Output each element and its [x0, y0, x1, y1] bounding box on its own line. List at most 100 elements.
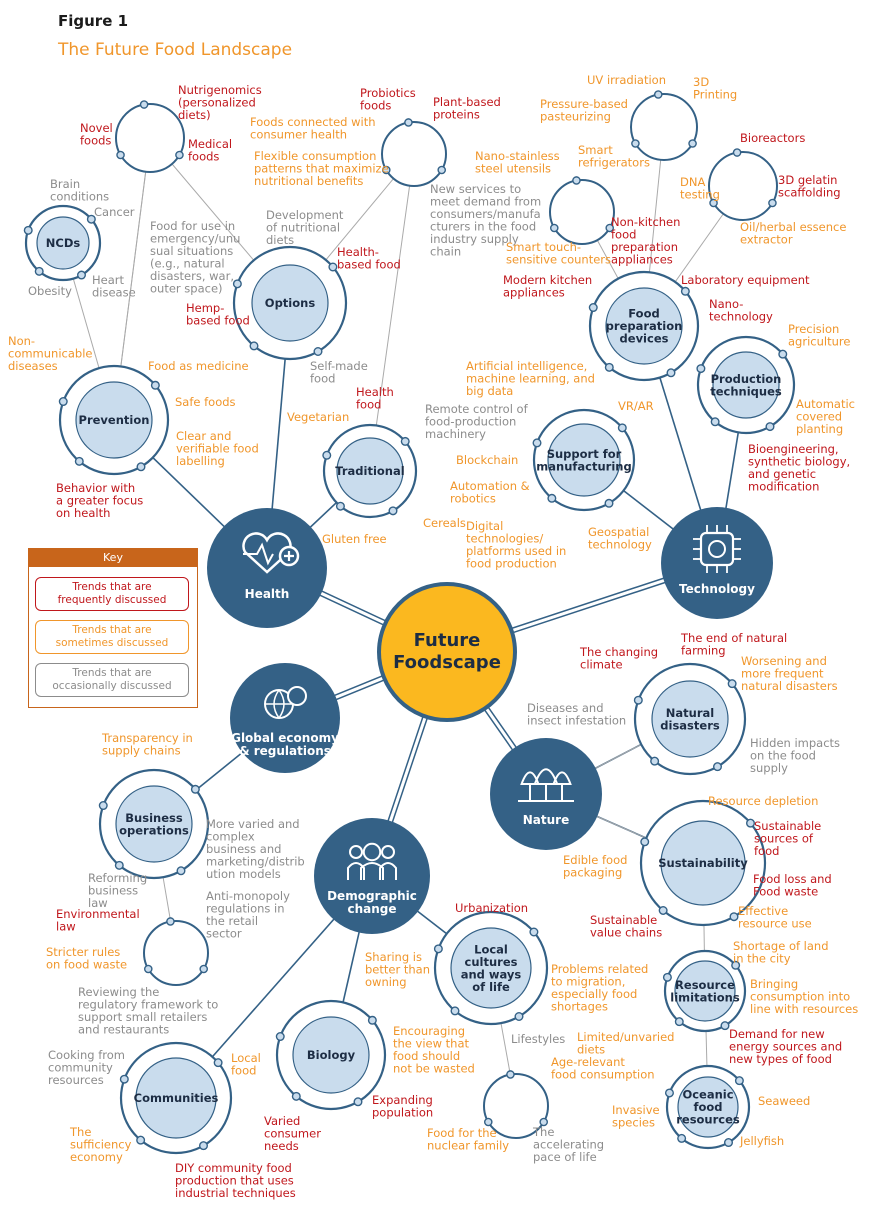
trend-dot	[136, 462, 146, 472]
subtopic-core-ncds	[36, 216, 90, 270]
trend-dot	[688, 139, 697, 148]
trend-dot	[23, 225, 33, 235]
satellite-kitchen-trends	[549, 179, 615, 245]
trend-automation: Automation &robotics	[450, 479, 530, 506]
trend-dot	[588, 303, 598, 313]
trend-dot	[765, 422, 775, 432]
subtopic-core-food-prep	[605, 287, 683, 365]
trend-lab-equipment: Laboratory equipment	[681, 273, 810, 287]
trend-dot	[335, 501, 345, 511]
trend-dot	[713, 762, 723, 772]
trend-dot	[190, 784, 200, 794]
trend-urbanization: Urbanization	[455, 901, 528, 915]
figure-title: The Future Food Landscape	[58, 40, 293, 60]
trend-dot	[199, 964, 209, 974]
subtopic-core-communities	[135, 1057, 217, 1139]
trend-dot	[633, 695, 643, 705]
figure-label: Figure 1	[58, 12, 129, 30]
trend-uv-irradiation: UV irradiation	[587, 73, 666, 87]
trend-health-based-food: Health-based food	[337, 245, 401, 272]
trend-dot	[291, 1091, 301, 1101]
satellite-regulation-trends	[143, 920, 209, 986]
trend-dot	[249, 341, 259, 351]
trend-dot	[275, 1032, 285, 1042]
trend-vr-ar: VR/AR	[618, 399, 654, 413]
subtopic-label-sustainability: Sustainability	[658, 856, 748, 870]
trend-safe-foods: Safe foods	[175, 395, 236, 409]
trend-dot	[658, 905, 668, 915]
trend-dot	[450, 1006, 460, 1016]
trend-dot	[640, 837, 650, 847]
trend-dot	[313, 346, 323, 356]
trend-dot	[143, 964, 153, 974]
satellite-lab-trends	[708, 151, 778, 221]
subtopic-core-traditional	[336, 437, 404, 505]
trend-dot	[433, 944, 443, 954]
trend-dot	[322, 450, 332, 460]
trend-bioengineering: Bioengineering,synthetic biology,and gen…	[748, 442, 850, 494]
subtopic-core-oceanic	[677, 1076, 739, 1138]
trend-dot	[605, 223, 615, 233]
subtopic-core-local-cultures	[450, 927, 532, 1009]
trend-seaweed: Seaweed	[758, 1094, 810, 1108]
satellite-health-trends	[115, 103, 185, 173]
trend-dot	[631, 139, 640, 148]
trend-ai-ml: Artificial intelligence,machine learning…	[466, 359, 595, 398]
people-icon	[347, 842, 397, 880]
subtopic-core-resource-limitations	[674, 960, 736, 1022]
trend-dot	[116, 150, 125, 160]
satellite-consumer-trends	[381, 121, 447, 187]
trend-dot	[176, 866, 186, 876]
subtopic-label-traditional: Traditional	[335, 464, 404, 478]
trend-cereals: Cereals	[423, 516, 466, 530]
trend-dot	[745, 818, 755, 828]
trend-dot	[720, 1021, 730, 1031]
trend-dot	[437, 165, 447, 175]
trend-dot	[604, 498, 614, 508]
hub-technology	[661, 507, 773, 619]
subtopic-core-production	[712, 351, 780, 419]
trend-dot	[381, 165, 391, 175]
subtopic-core-biology	[292, 1016, 370, 1094]
trend-dot	[532, 438, 542, 448]
trend-smart-counters: Smart touch-sensitive counters	[506, 240, 611, 267]
trend-hemp-based-food: Hemp-based food	[186, 301, 250, 328]
